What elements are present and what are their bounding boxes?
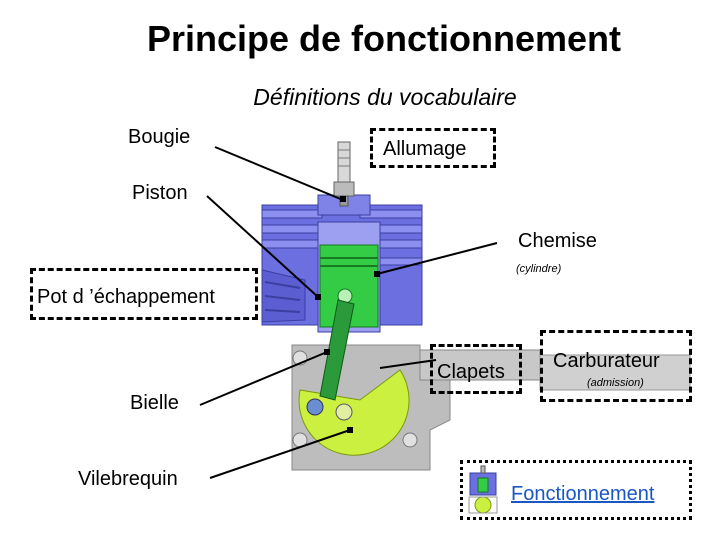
fonctionnement-box[interactable]: Fonctionnement: [460, 460, 692, 520]
label-bielle: Bielle: [130, 392, 179, 414]
label-pot: Pot d ’échappement: [37, 286, 215, 308]
label-allumage: Allumage: [383, 138, 467, 160]
leader-lines: [199, 146, 498, 479]
label-chemise: Chemise: [518, 230, 597, 252]
label-clapets: Clapets: [437, 361, 505, 383]
connecting-rod: [319, 299, 355, 401]
page-subtitle: Définitions du vocabulaire: [253, 84, 517, 110]
label-vilebrequin: Vilebrequin: [78, 468, 178, 490]
allumage-box: Allumage: [370, 128, 496, 168]
mini-engine-icon: [468, 465, 498, 514]
label-admission: (admission): [587, 377, 644, 389]
crankshaft: [298, 369, 410, 456]
label-bougie: Bougie: [128, 126, 191, 148]
carburateur-box: Carburateur (admission): [540, 330, 692, 402]
pot-box: Pot d ’échappement: [30, 268, 258, 320]
page-title: Principe de fonctionnement: [146, 18, 622, 59]
label-piston: Piston: [132, 182, 188, 204]
label-carburateur: Carburateur: [553, 350, 660, 372]
clapets-box: Clapets: [430, 344, 522, 394]
fonctionnement-link[interactable]: Fonctionnement: [511, 483, 655, 505]
label-cylindre: (cylindre): [516, 263, 562, 275]
